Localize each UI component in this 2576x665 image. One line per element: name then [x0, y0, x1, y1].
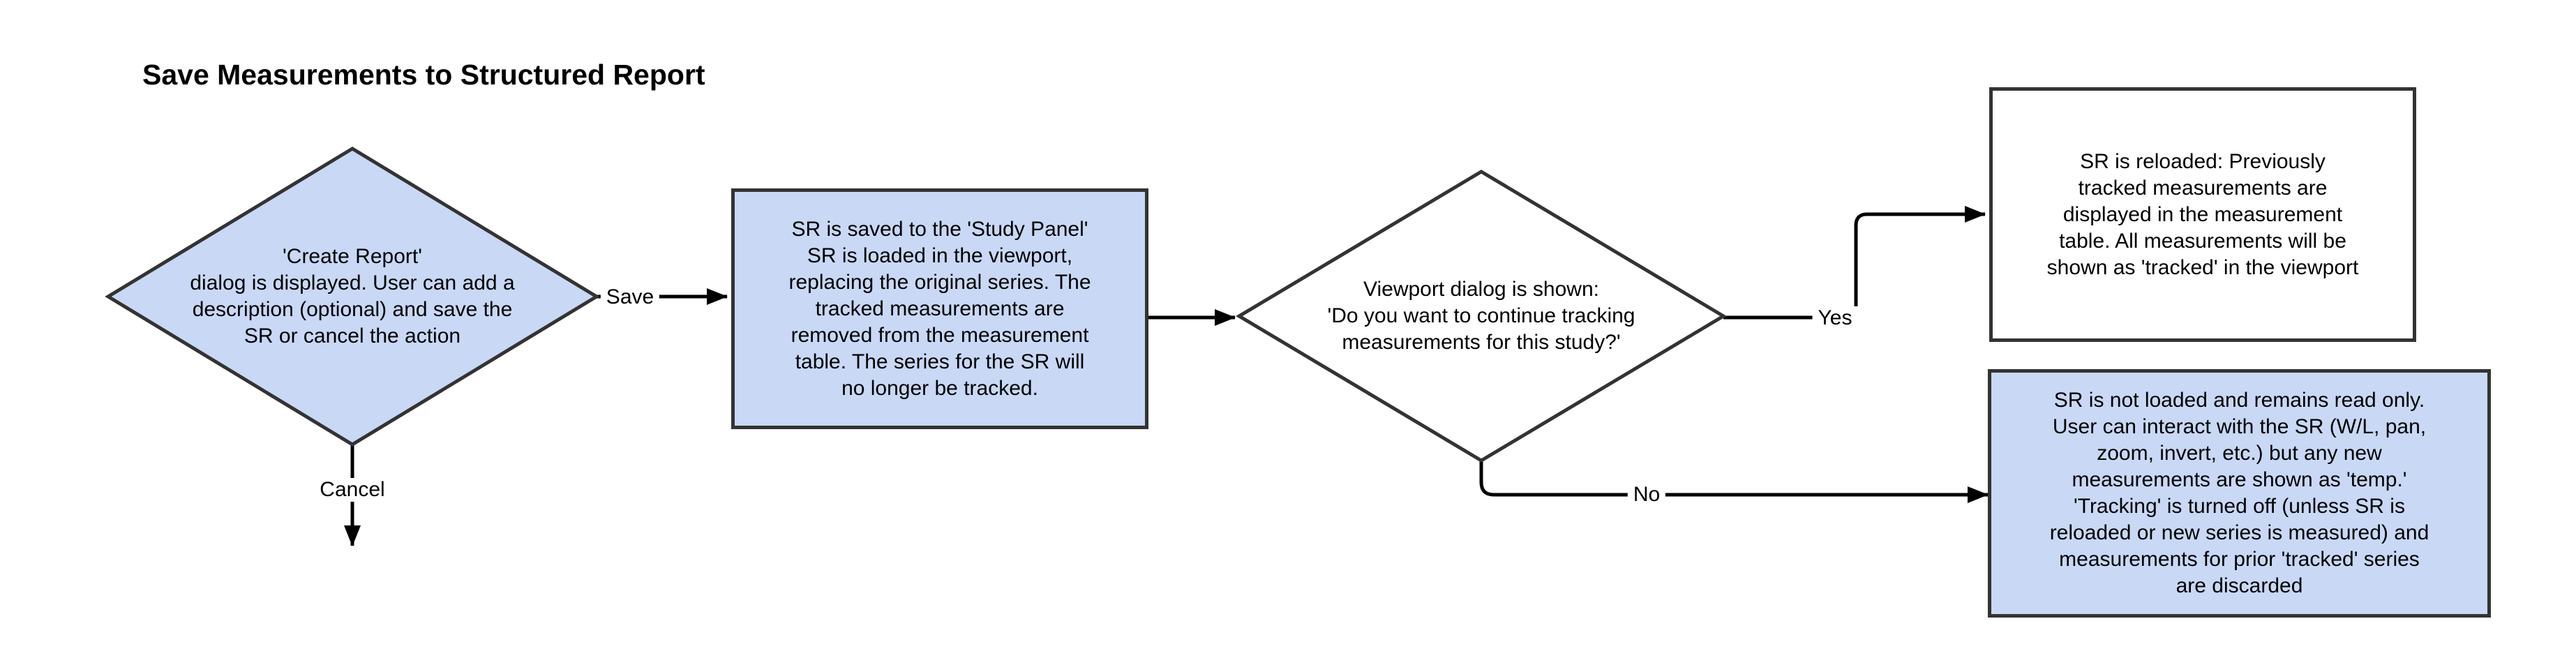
result-sr-reloaded: SR is reloaded: Previously tracked measu… [1989, 87, 2416, 342]
decision-diamond-shape [105, 147, 600, 447]
decision-diamond-shape [1236, 170, 1727, 463]
result-sr-not-loaded-text: SR is not loaded and remains read only. … [2049, 389, 2429, 597]
edge-label-cancel: Cancel [314, 478, 391, 502]
edge-no-arrow [1479, 461, 1989, 503]
decision-viewport-dialog-text: Viewport dialog is shown: 'Do you want t… [1327, 278, 1635, 354]
result-sr-not-loaded: SR is not loaded and remains read only. … [1988, 369, 2491, 618]
result-sr-reloaded-text: SR is reloaded: Previously tracked measu… [2046, 149, 2359, 279]
page-title: Save Measurements to Structured Report [142, 59, 705, 91]
process-sr-saved-text: SR is saved to the 'Study Panel' SR is l… [788, 217, 1091, 400]
edge-label-no: No [1627, 483, 1666, 507]
decision-create-report: 'Create Report' dialog is displayed. Use… [105, 147, 600, 447]
decision-viewport-dialog: Viewport dialog is shown: 'Do you want t… [1236, 170, 1727, 463]
decision-create-report-text: 'Create Report' dialog is displayed. Use… [190, 245, 515, 348]
edge-yes-arrow [1723, 206, 1986, 320]
edge-label-save: Save [600, 285, 660, 309]
edge-label-yes: Yes [1812, 306, 1858, 330]
process-sr-saved: SR is saved to the 'Study Panel' SR is l… [731, 188, 1148, 429]
